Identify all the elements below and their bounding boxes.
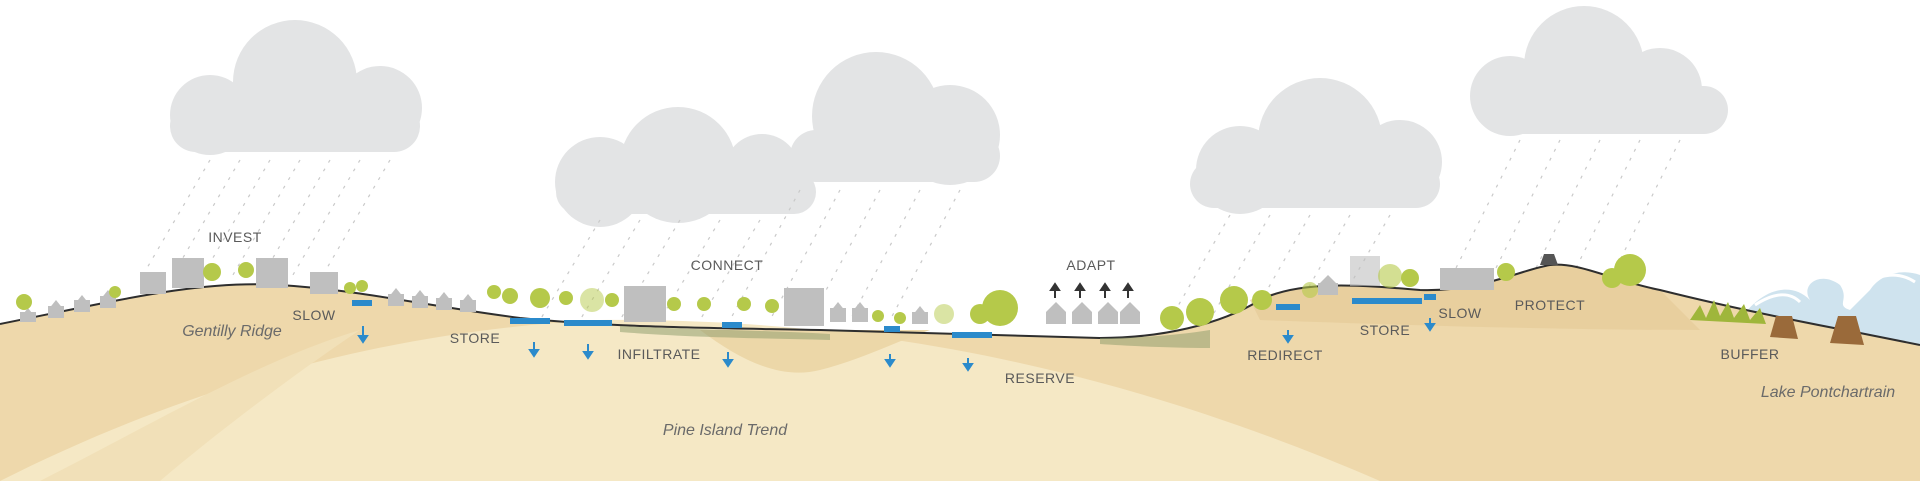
water-features — [352, 294, 1436, 338]
arrow-up-icon — [1099, 282, 1111, 298]
label-buffer: BUFFER — [1721, 346, 1780, 362]
tree-icon — [16, 254, 1646, 330]
cloud-icon — [555, 107, 816, 227]
arrow-up-icon — [1122, 282, 1134, 298]
arrow-down-icon — [884, 354, 896, 368]
label-protect: PROTECT — [1515, 297, 1585, 313]
label-connect: CONNECT — [691, 257, 764, 273]
adapt-arrows — [1049, 282, 1134, 298]
ground — [0, 263, 1920, 481]
label-store-2: STORE — [1360, 322, 1410, 338]
arrow-down-icon — [722, 352, 734, 368]
label-redirect: REDIRECT — [1247, 347, 1323, 363]
cloud-icon — [170, 20, 422, 155]
arrows — [357, 318, 1436, 372]
clouds — [170, 6, 1728, 227]
arrow-up-icon — [1049, 282, 1061, 298]
cloud-icon — [1470, 6, 1728, 136]
arrow-down-icon — [962, 358, 974, 372]
arrow-down-icon — [1424, 318, 1436, 332]
arrow-up-icon — [1074, 282, 1086, 298]
buildings — [20, 256, 1494, 326]
label-invest: INVEST — [208, 229, 262, 245]
label-reserve: RESERVE — [1005, 370, 1075, 386]
building-icon — [20, 256, 1494, 326]
label-infiltrate: INFILTRATE — [617, 346, 700, 362]
label-slow-2: SLOW — [1438, 305, 1482, 321]
label-adapt: ADAPT — [1066, 257, 1115, 273]
marsh-grass — [1690, 300, 1766, 324]
cloud-icon — [1190, 78, 1442, 214]
trees — [16, 254, 1766, 330]
labels: INVEST SLOW STORE INFILTRATE CONNECT ADA… — [182, 229, 1895, 439]
place-lake-pontchartrain: Lake Pontchartrain — [1761, 384, 1895, 401]
arrow-down-icon — [528, 342, 540, 358]
label-store-1: STORE — [450, 330, 500, 346]
arrow-down-icon — [582, 344, 594, 360]
cloud-icon — [790, 52, 1000, 185]
arrow-down-icon — [357, 326, 369, 344]
place-pine-island-trend: Pine Island Trend — [663, 422, 788, 439]
arrow-down-icon — [1282, 330, 1294, 344]
levee-icon — [1540, 254, 1864, 345]
label-slow-1: SLOW — [292, 307, 336, 323]
gravel-zones — [620, 326, 1210, 348]
place-gentilly-ridge: Gentilly Ridge — [182, 323, 282, 340]
